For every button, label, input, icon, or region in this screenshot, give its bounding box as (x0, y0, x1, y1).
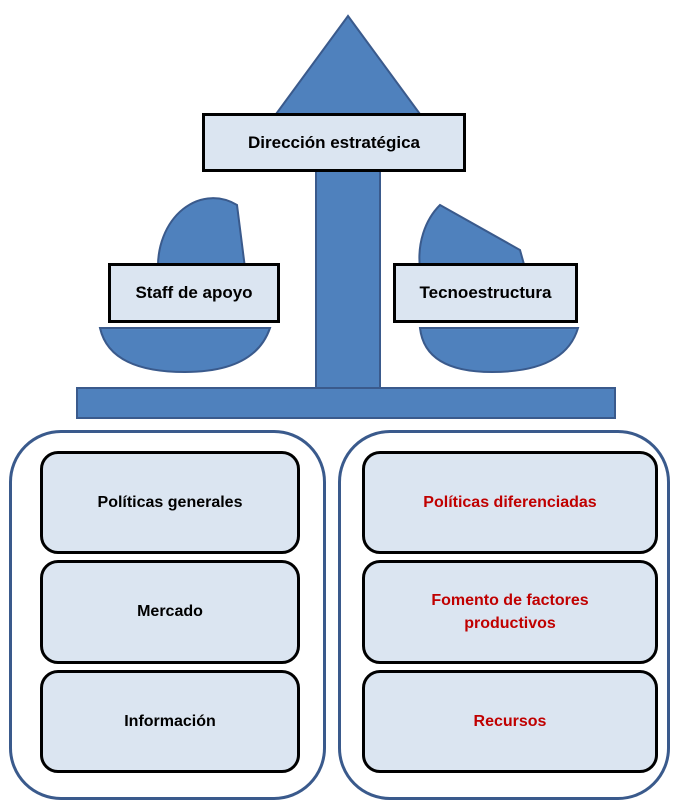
politicas-generales-item: Políticas generales (40, 451, 300, 554)
top-triangle-shape (266, 14, 430, 126)
left-pan-shape (156, 197, 247, 269)
informacion-item: Información (40, 670, 300, 773)
tecnoestructura-box: Tecnoestructura (393, 263, 578, 323)
politicas-diferenciadas-item: Políticas diferenciadas (362, 451, 658, 554)
direccion-estrategica-box: Dirección estratégica (202, 113, 466, 172)
central-pillar-shape (315, 169, 381, 391)
staff-de-apoyo-box: Staff de apoyo (108, 263, 280, 323)
recursos-item: Recursos (362, 670, 658, 773)
fomento-factores-item: Fomento de factores productivos (362, 560, 658, 664)
right-bowl-shape (418, 327, 580, 374)
left-bowl-shape (98, 327, 272, 374)
base-bar-shape (76, 387, 616, 419)
right-pan-shape (418, 203, 527, 269)
mercado-item: Mercado (40, 560, 300, 664)
